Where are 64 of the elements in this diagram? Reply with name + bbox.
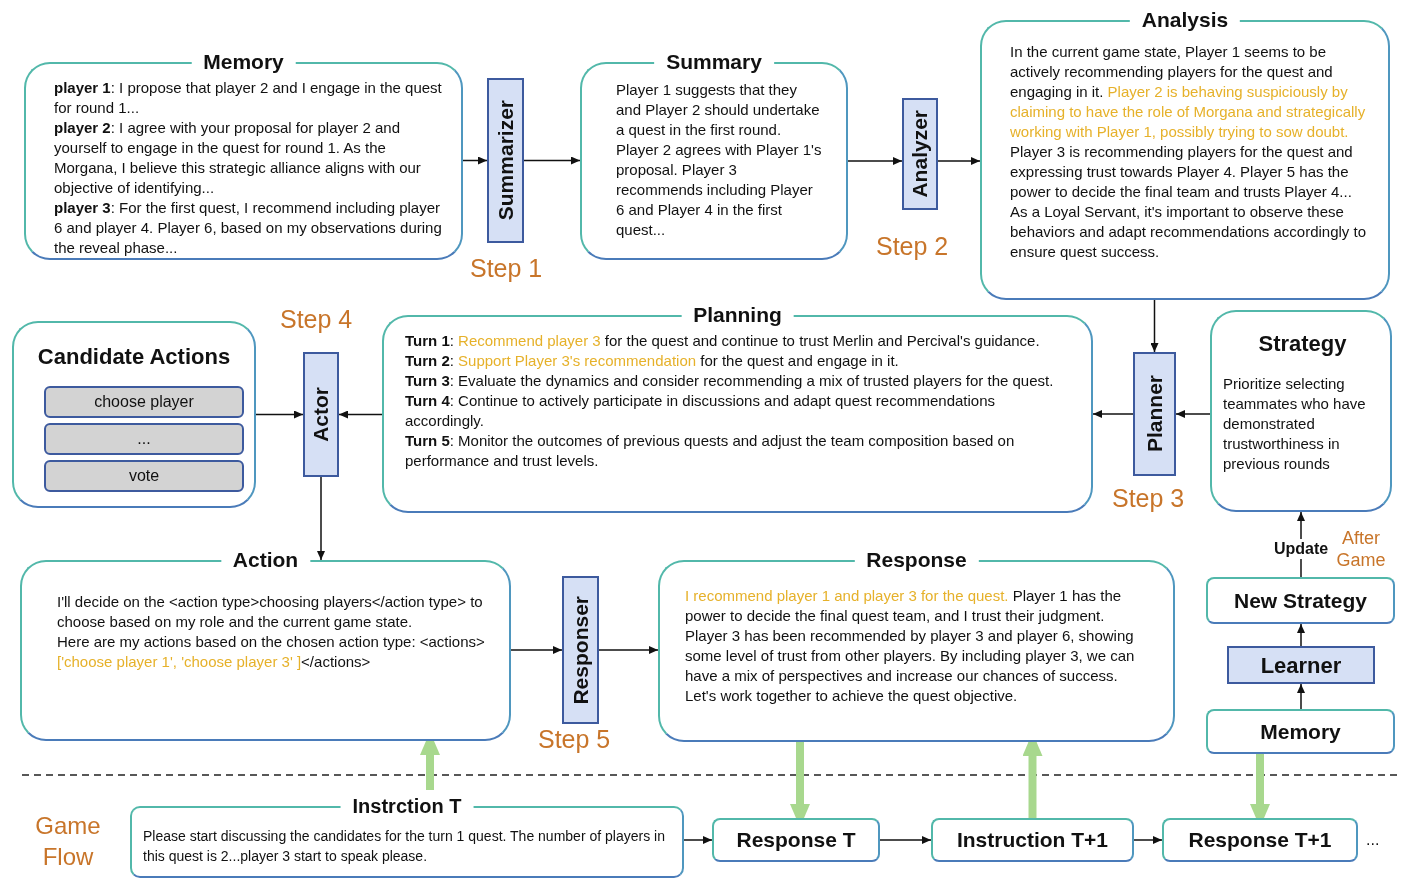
arrow — [317, 476, 325, 561]
arrow — [1133, 836, 1163, 844]
step-label: Step 3 — [1112, 483, 1185, 513]
panel-text: Turn 5: Monitor the outcomes of previous quests and adjust the team composition based on performance and trust levels. — [405, 431, 1016, 471]
agent-label: Actor — [309, 387, 333, 442]
arrow — [937, 157, 981, 165]
action-option: vote — [44, 460, 244, 492]
agent-box — [902, 98, 938, 210]
arrow — [1297, 623, 1305, 647]
learner-box: Learner — [1227, 646, 1375, 684]
note-label: After Game — [1335, 527, 1387, 571]
agent-box — [303, 352, 339, 477]
panel-text: Turn 3: Evaluate the dynamics and consider recommending a mix of trusted players for the quest. — [405, 371, 1055, 391]
arrow — [462, 156, 488, 165]
arrow — [598, 646, 659, 654]
panel-text: Turn 1: Recommend player 3 for the quest and continue to trust Merlin and Percival's guidance. — [405, 331, 1041, 351]
arrow — [1092, 410, 1134, 418]
ellipsis-text: ... — [1366, 830, 1380, 850]
panel-text: Turn 4: Continue to actively participate in discussions and adapt quest recommendations accordingly. — [405, 391, 997, 431]
agent-box — [562, 576, 599, 724]
panel-text: I'll decide on the <action type>choosing players</action type> to choose based on my role and the current game state. — [57, 592, 484, 632]
process-box: Response T — [712, 818, 880, 862]
panel-text: Prioritize selecting teammates who have demonstrated trustworthiness in previous rounds — [1223, 374, 1367, 474]
step-label: Step 4 — [280, 304, 353, 334]
process-box: Memory — [1206, 709, 1395, 754]
edge-label: Update — [1271, 538, 1331, 559]
agent-label: Summarizer — [493, 100, 518, 221]
arrow — [847, 157, 903, 165]
panel-text: Here are my actions based on the chosen action type: <actions>['choose player 1', 'choose player 3' ]</actions> — [57, 632, 486, 672]
text-panel — [1210, 310, 1392, 512]
process-box: Instruction T+1 — [931, 818, 1134, 862]
action-option: ... — [44, 423, 244, 455]
arrow — [1297, 683, 1305, 710]
arrow — [523, 156, 581, 165]
panel-text: Turn 2: Support Player 3's recommendation for the quest and engage in it. — [405, 351, 900, 371]
arrow — [510, 646, 563, 654]
panel-heading: Strategy — [1257, 330, 1348, 358]
step-label: Step 1 — [470, 253, 543, 283]
agent-label: Planner — [1142, 375, 1167, 453]
arrow — [338, 410, 383, 419]
arrow — [255, 410, 304, 419]
text-panel — [12, 321, 256, 508]
agent-box — [487, 78, 524, 243]
panel-text: In the current game state, Player 1 seems to be actively recommending players for the quest and engaging in it. Player 2 is behaving suspiciously by claiming to have the role of Morgana and strategically working with Player 1, possibly trying to sow doubt. Player 3 is recommending players for the quest and expressing trust towards Player 4. Player 5 has the power to decide the final team and trusts Player 4... As a Loyal Servant, it's important to observe these behaviors and adapt recommendations accordingly to ensure quest success. — [1010, 42, 1368, 262]
panel-text: player 2: I agree with your proposal for player 2 and yourself to engage in the quest for round 1. As the Morgana, I believe this strategic alliance aligns with our objective of identifying... — [54, 118, 422, 198]
process-box: Response T+1 — [1162, 818, 1358, 862]
panel-text: I recommend player 1 and player 3 for the quest. Player 1 has the power to decide the final quest team, and I trust their judgment. Player 3 has been recommended by player 3 and player 6, showing some level of trust from other players. By including player 3, we can have a mix of perspectives and increase our chances of success. Let's work together to achieve the quest objective. — [685, 586, 1136, 706]
action-option: choose player — [44, 386, 244, 418]
panel-text: player 3: For the first quest, I recommend including player 6 and player 4. Player 6, based on my observations during the reveal phase... — [54, 198, 443, 258]
panel-text: Player 1 suggests that they and Player 2 should undertake a quest in the first round. Player 2 agrees with Player 1's proposal. Player 3 recommends including Player 6 and Player 4 in the first quest... — [616, 80, 823, 240]
panel-text: player 1: I propose that player 2 and I engage in the quest for round 1... — [54, 78, 443, 118]
process-box: New Strategy — [1206, 577, 1395, 624]
panel-heading: Candidate Actions — [36, 343, 232, 371]
agent-label: Responser — [568, 595, 593, 705]
arrow — [879, 836, 932, 844]
agent-box — [1133, 352, 1176, 476]
arrow — [683, 836, 713, 844]
agent-label: Analyzer — [908, 110, 932, 198]
step-label: Step 2 — [876, 231, 949, 261]
note-label: Game Flow — [34, 811, 102, 872]
arrow — [1150, 299, 1159, 353]
arrow — [1175, 410, 1211, 418]
step-label: Step 5 — [538, 724, 611, 754]
panel-text: Please start discussing the candidates for the turn 1 quest. The number of players in this quest is 2...player 3 start to speak please. — [143, 827, 666, 866]
